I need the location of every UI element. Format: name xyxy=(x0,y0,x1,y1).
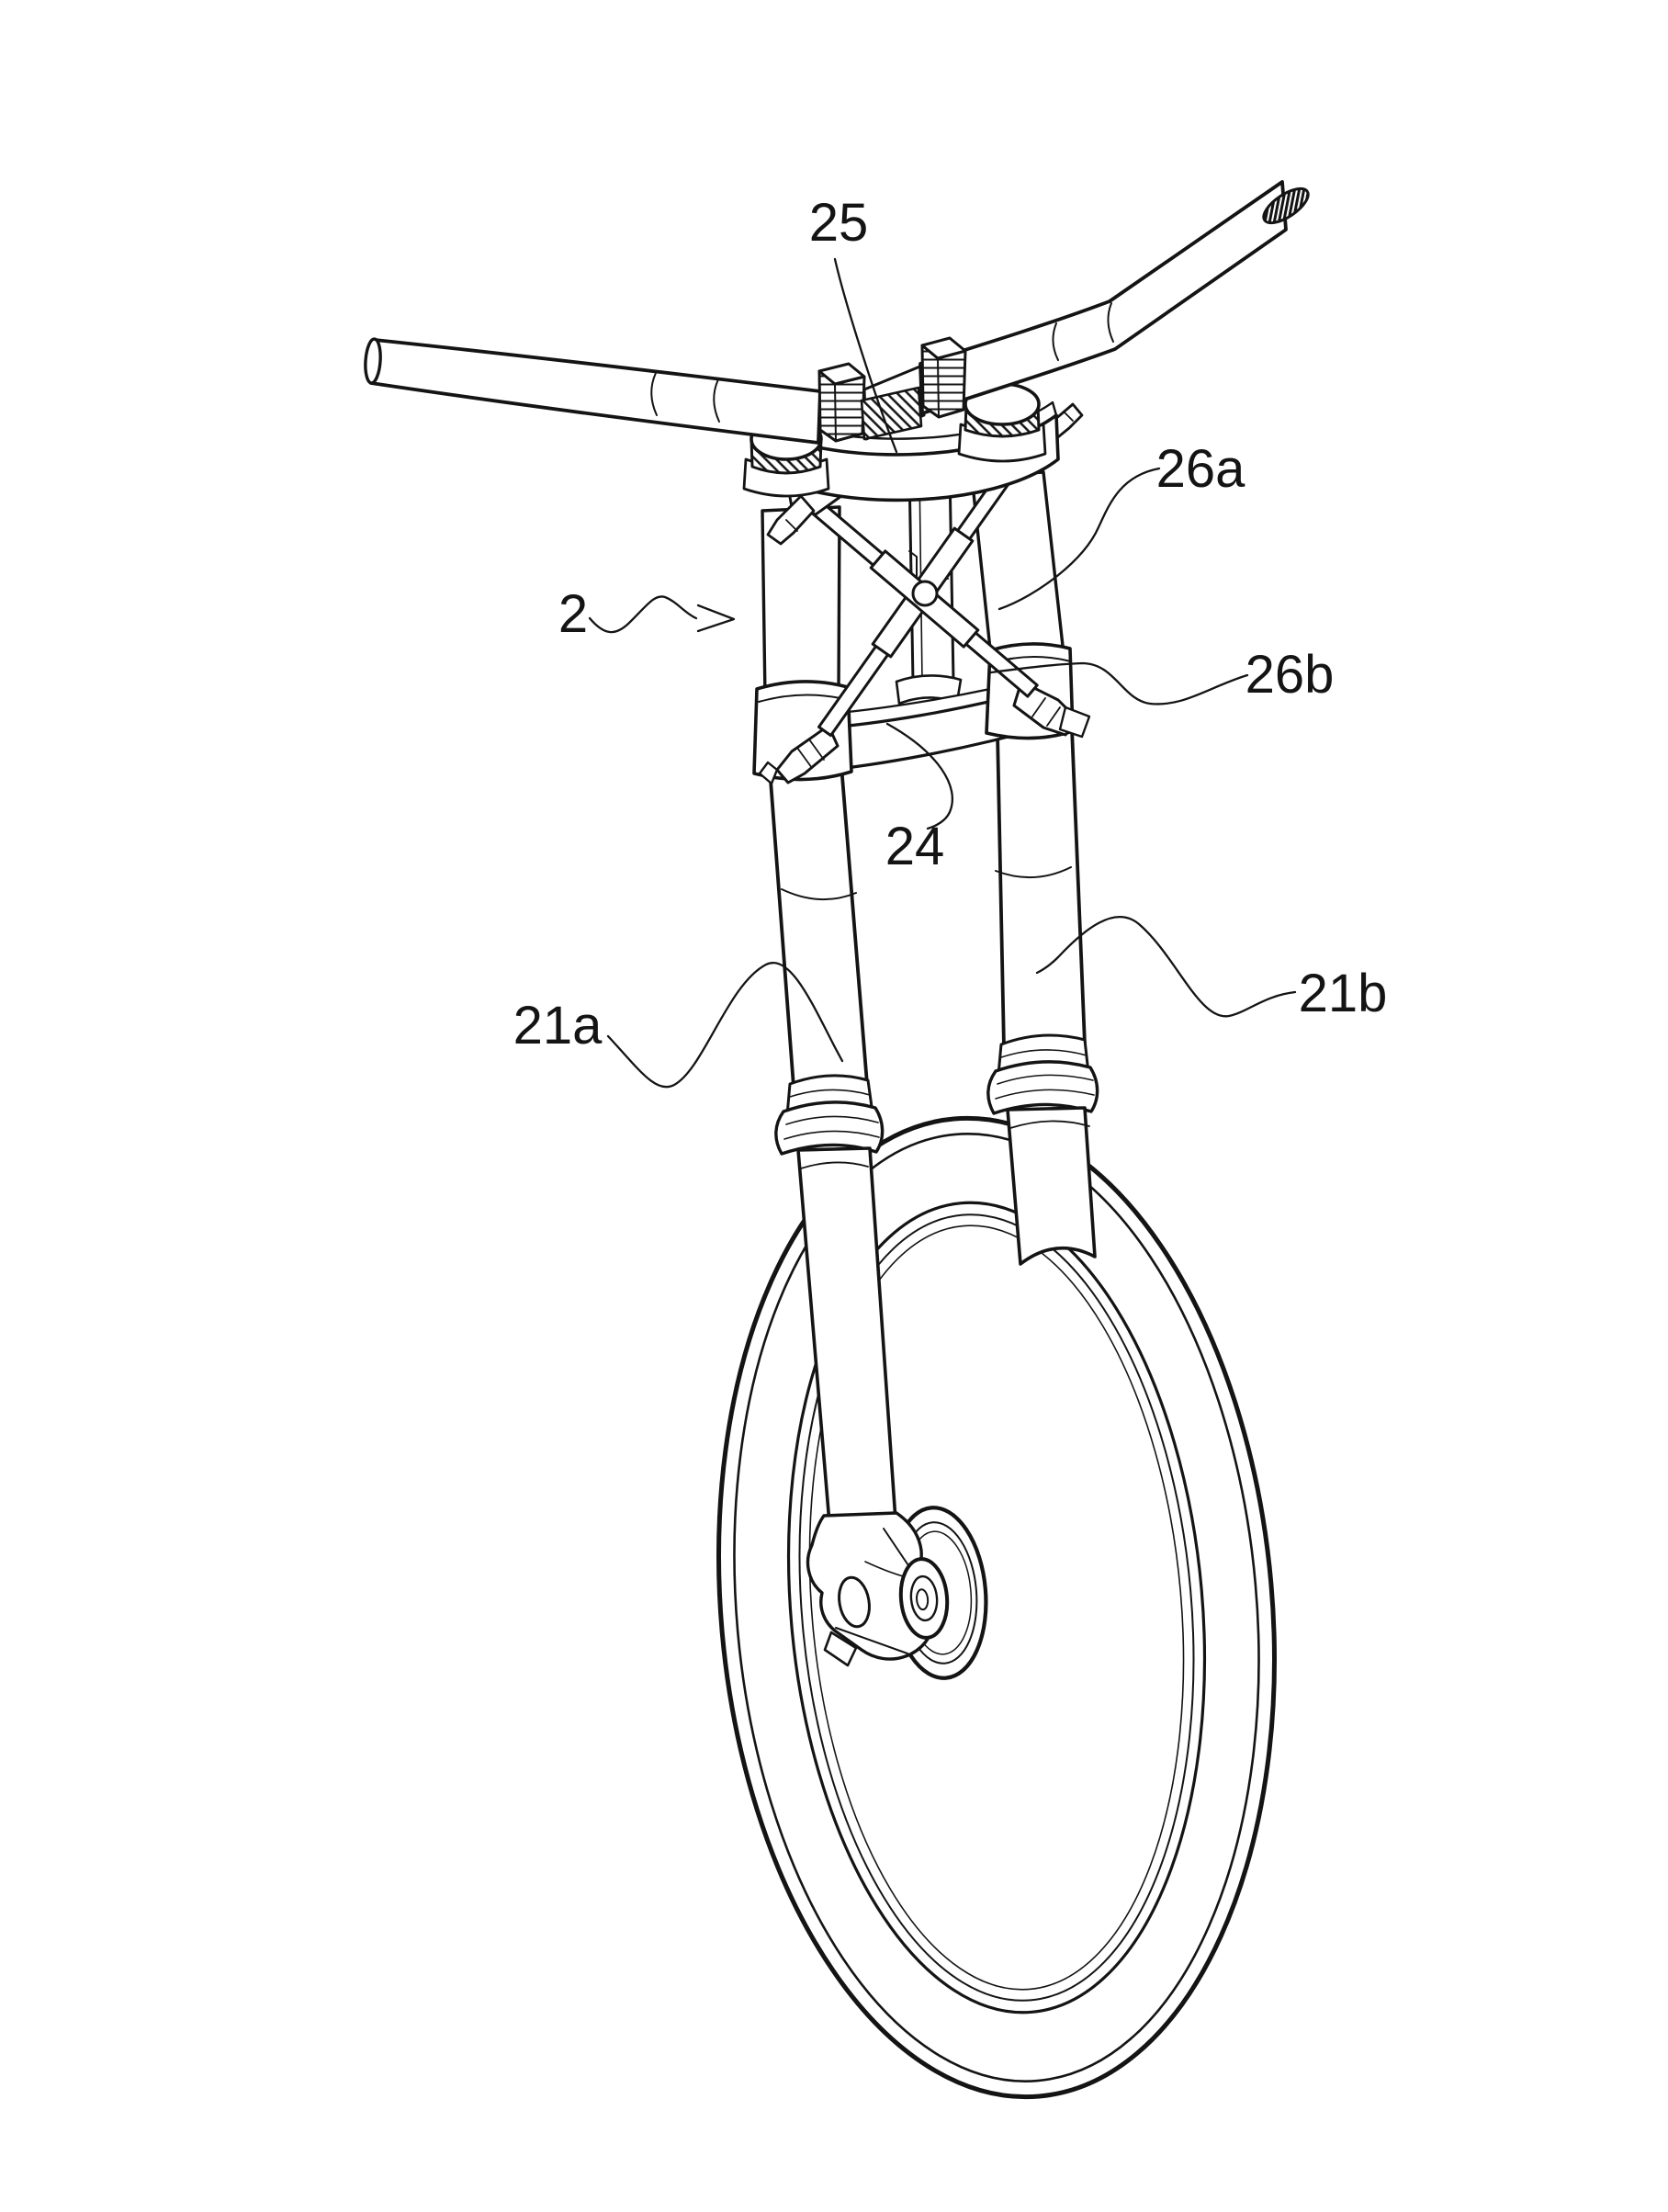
leader-squiggle-2 xyxy=(588,595,698,634)
dropout-bolt-hole xyxy=(838,1575,871,1629)
left-slider-neck-line xyxy=(800,1161,869,1169)
right-slider-neck-line xyxy=(1009,1120,1090,1129)
leader-line-26a xyxy=(997,467,1161,611)
crown-front-face xyxy=(755,413,1060,502)
tire-sidewall xyxy=(733,1133,1260,2082)
right-seal-bulge xyxy=(986,1060,1099,1115)
lower-left-bolt-tip xyxy=(758,761,779,785)
rim-lip-outer xyxy=(786,1201,1207,2014)
lower-right-bolt-facet2 xyxy=(1046,706,1061,727)
axle-cap-mid xyxy=(909,1574,939,1622)
label-21b: 21b xyxy=(1299,964,1388,1023)
label-21a: 21a xyxy=(513,996,603,1055)
right-seal-bulge-line1 xyxy=(997,1074,1094,1085)
right-grip-line1 xyxy=(1052,322,1059,361)
right-tube-seam xyxy=(995,866,1072,879)
leader-line-24 xyxy=(885,722,954,830)
handlebar-right-tube xyxy=(919,180,1288,415)
right-riser-top xyxy=(920,336,967,360)
label-24: 24 xyxy=(885,817,945,876)
right-riser-edge xyxy=(937,357,940,418)
label-2: 2 xyxy=(558,584,588,644)
right-seal-ring-line xyxy=(1000,1049,1088,1058)
handlebar-left-tube xyxy=(369,338,822,445)
right-slider-tube xyxy=(1006,1106,1097,1266)
leader-lines xyxy=(588,257,1297,1089)
label-26b: 26b xyxy=(1245,645,1335,705)
right-bar-end-cap xyxy=(1262,186,1310,225)
left-riser-top xyxy=(817,362,866,386)
front-wheel xyxy=(716,1115,1277,2100)
left-riser-edge xyxy=(834,383,837,442)
leader-line-26b xyxy=(989,661,1249,705)
label-25: 25 xyxy=(809,193,869,253)
right-grip-line2 xyxy=(1107,302,1114,343)
left-fork-leg xyxy=(768,763,938,1667)
leader-line-21a xyxy=(606,962,844,1089)
left-grip-line1 xyxy=(650,372,658,416)
lower-left-clevis-bolt xyxy=(775,724,840,784)
dropout-tab xyxy=(823,1631,858,1667)
axle-cap xyxy=(898,1557,950,1640)
lower-right-bolt-facet1 xyxy=(1031,697,1046,717)
leader-line-25 xyxy=(833,257,898,454)
upper-triple-clamp xyxy=(742,382,1060,502)
left-seal-bulge-line1 xyxy=(785,1115,879,1125)
leader-line-21b xyxy=(1035,916,1297,1018)
left-seal-bulge xyxy=(774,1100,885,1156)
rim-lip-inner xyxy=(808,1224,1185,1991)
rim-lip-mid xyxy=(798,1213,1195,2002)
tire-outer xyxy=(716,1115,1277,2100)
right-fork-leg xyxy=(986,727,1099,1266)
arrowhead-2 xyxy=(696,604,736,633)
left-seal-ring-line xyxy=(789,1089,871,1098)
handlebar-riser-clamps xyxy=(817,336,967,443)
left-bar-end-cap xyxy=(364,337,382,385)
upper-left-clevis-facet xyxy=(785,519,798,532)
dropout-jaw-line xyxy=(835,1627,908,1654)
upper-left-clevis-bolt xyxy=(766,494,816,546)
right-upper-tube xyxy=(996,727,1087,1049)
center-stem-hatch-block xyxy=(860,386,923,441)
stanchions-between-clamps xyxy=(761,470,1065,700)
lower-right-bolt-head xyxy=(1058,705,1091,739)
axle-cap-center xyxy=(916,1588,930,1611)
lower-left-bolt-facet2 xyxy=(808,739,825,761)
label-26a: 26a xyxy=(1156,439,1246,499)
left-upper-tube xyxy=(768,763,869,1089)
reference-labels: 25 26a 26b 2 24 21a 21b xyxy=(513,193,1388,1055)
left-grip-line2 xyxy=(713,378,720,423)
brace-pivot xyxy=(911,580,939,607)
right-seal-bulge-line2 xyxy=(995,1089,1095,1100)
lower-left-bolt-facet1 xyxy=(796,747,813,769)
left-seal-bulge-line2 xyxy=(783,1130,880,1140)
upper-right-clevis-facet xyxy=(1063,411,1074,422)
left-tube-seam xyxy=(781,888,857,901)
